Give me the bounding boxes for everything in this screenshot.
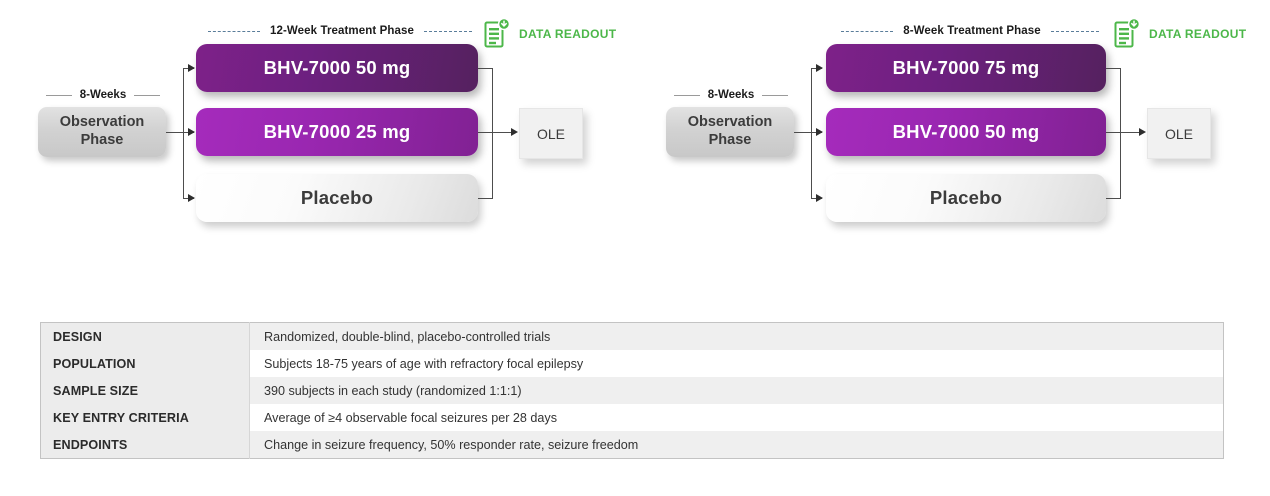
ole-label: OLE	[1164, 125, 1193, 142]
document-download-icon	[1114, 18, 1142, 50]
treatment-arm-box-1-study-2[interactable]: BHV-7000 75 mg	[826, 44, 1106, 92]
table-row: KEY ENTRY CRITERIA Average of ≥4 observa…	[40, 404, 1224, 431]
table-row-value: Randomized, double-blind, placebo-contro…	[249, 322, 1224, 350]
treatment-arm-box-1-study-1[interactable]: BHV-7000 50 mg	[196, 44, 478, 92]
table-row-value: Subjects 18-75 years of age with refract…	[249, 350, 1224, 377]
data-readout-study-1: DATA READOUT	[484, 18, 616, 50]
arrow-to-arm-2-icon-study-2	[816, 127, 823, 136]
treatment-arm-label: BHV-7000 25 mg	[263, 121, 411, 142]
connector-from-arm-2-study-1	[478, 132, 493, 133]
arrow-to-arm-1-icon-study-2	[816, 63, 823, 72]
connector-merge-study-2	[1120, 68, 1121, 198]
treatment-arm-label: Placebo	[929, 187, 1003, 208]
treatment-arm-box-2-study-1[interactable]: BHV-7000 25 mg	[196, 108, 478, 156]
arrow-to-arm-3-icon-study-2	[816, 193, 823, 202]
observation-weeks-label-study-1: 8-Weeks	[38, 89, 168, 101]
connector-from-arm-3-study-2	[1106, 198, 1121, 199]
observation-line-1: Observation	[59, 114, 145, 131]
data-readout-label: DATA READOUT	[519, 27, 617, 41]
arrow-to-ole-icon-study-2	[1139, 127, 1146, 136]
arrow-to-arm-1-icon-study-1	[188, 63, 195, 72]
study-spec-table: DESIGN Randomized, double-blind, placebo…	[40, 322, 1224, 459]
rule-left-icon	[673, 94, 700, 96]
rule-right-icon	[134, 94, 161, 96]
treatment-arm-label: Placebo	[300, 187, 374, 208]
table-row: POPULATION Subjects 18-75 years of age w…	[40, 350, 1224, 377]
dashed-rule-right-icon	[424, 30, 472, 32]
treatment-arm-label: BHV-7000 75 mg	[892, 57, 1040, 78]
dashed-rule-right-icon	[1050, 30, 1099, 32]
connector-merge-study-1	[492, 68, 493, 198]
treatment-arm-box-3-study-2[interactable]: Placebo	[826, 174, 1106, 222]
observation-phase-box-study-2[interactable]: Observation Phase	[666, 107, 794, 157]
data-readout-study-2: DATA READOUT	[1114, 18, 1246, 50]
dashed-rule-left-icon	[841, 30, 894, 32]
observation-line-2: Phase	[80, 132, 124, 148]
dashed-rule-left-icon	[208, 30, 260, 32]
table-row-value: 390 subjects in each study (randomized 1…	[249, 377, 1224, 404]
document-download-icon	[484, 18, 512, 50]
connector-from-arm-2-study-2	[1106, 132, 1121, 133]
observation-weeks-label-study-2: 8-Weeks	[666, 89, 796, 101]
rule-left-icon	[45, 94, 72, 96]
connector-obs-out-study-2	[794, 132, 812, 133]
ole-box-study-1[interactable]: OLE	[519, 108, 583, 159]
rule-right-icon	[762, 94, 789, 96]
weeks-text: 8-Weeks	[707, 89, 755, 101]
treatment-phase-header-study-1: 12-Week Treatment Phase	[190, 22, 490, 40]
table-row-key: POPULATION	[40, 350, 250, 377]
treatment-phase-header-study-2: 8-Week Treatment Phase	[820, 22, 1120, 40]
ole-label: OLE	[536, 125, 565, 142]
table-row-key: KEY ENTRY CRITERIA	[40, 404, 250, 431]
table-row-key: ENDPOINTS	[40, 431, 250, 459]
connector-from-arm-3-study-1	[478, 198, 493, 199]
table-row-value: Change in seizure frequency, 50% respond…	[249, 431, 1224, 459]
connector-obs-out-study-1	[166, 132, 184, 133]
arrow-to-arm-2-icon-study-1	[188, 127, 195, 136]
table-row: DESIGN Randomized, double-blind, placebo…	[40, 322, 1224, 350]
treatment-arm-label: BHV-7000 50 mg	[892, 121, 1040, 142]
observation-line-2: Phase	[708, 132, 752, 148]
connector-split-study-2	[811, 68, 812, 198]
observation-line-1: Observation	[687, 114, 773, 131]
connector-to-ole-study-1	[492, 132, 513, 133]
observation-phase-box-study-1[interactable]: Observation Phase	[38, 107, 166, 157]
connector-from-arm-1-study-2	[1106, 68, 1121, 69]
table-row: ENDPOINTS Change in seizure frequency, 5…	[40, 431, 1224, 459]
ole-box-study-2[interactable]: OLE	[1147, 108, 1211, 159]
weeks-text: 8-Weeks	[79, 89, 127, 101]
connector-split-study-1	[183, 68, 184, 198]
table-row-value: Average of ≥4 observable focal seizures …	[249, 404, 1224, 431]
treatment-arm-box-2-study-2[interactable]: BHV-7000 50 mg	[826, 108, 1106, 156]
arrow-to-arm-3-icon-study-1	[188, 193, 195, 202]
observation-phase-label: Observation Phase	[688, 114, 773, 149]
connector-from-arm-1-study-1	[478, 68, 493, 69]
treatment-arm-box-3-study-1[interactable]: Placebo	[196, 174, 478, 222]
treatment-phase-label: 12-Week Treatment Phase	[270, 25, 414, 37]
connector-to-ole-study-2	[1120, 132, 1141, 133]
study-spec-table-body: DESIGN Randomized, double-blind, placebo…	[40, 322, 1224, 459]
table-row-key: SAMPLE SIZE	[40, 377, 250, 404]
treatment-phase-label: 8-Week Treatment Phase	[903, 25, 1041, 37]
treatment-arm-label: BHV-7000 50 mg	[263, 57, 411, 78]
data-readout-label: DATA READOUT	[1149, 27, 1247, 41]
table-row: SAMPLE SIZE 390 subjects in each study (…	[40, 377, 1224, 404]
observation-phase-label: Observation Phase	[60, 114, 145, 149]
arrow-to-ole-icon-study-1	[511, 127, 518, 136]
table-row-key: DESIGN	[40, 322, 250, 350]
